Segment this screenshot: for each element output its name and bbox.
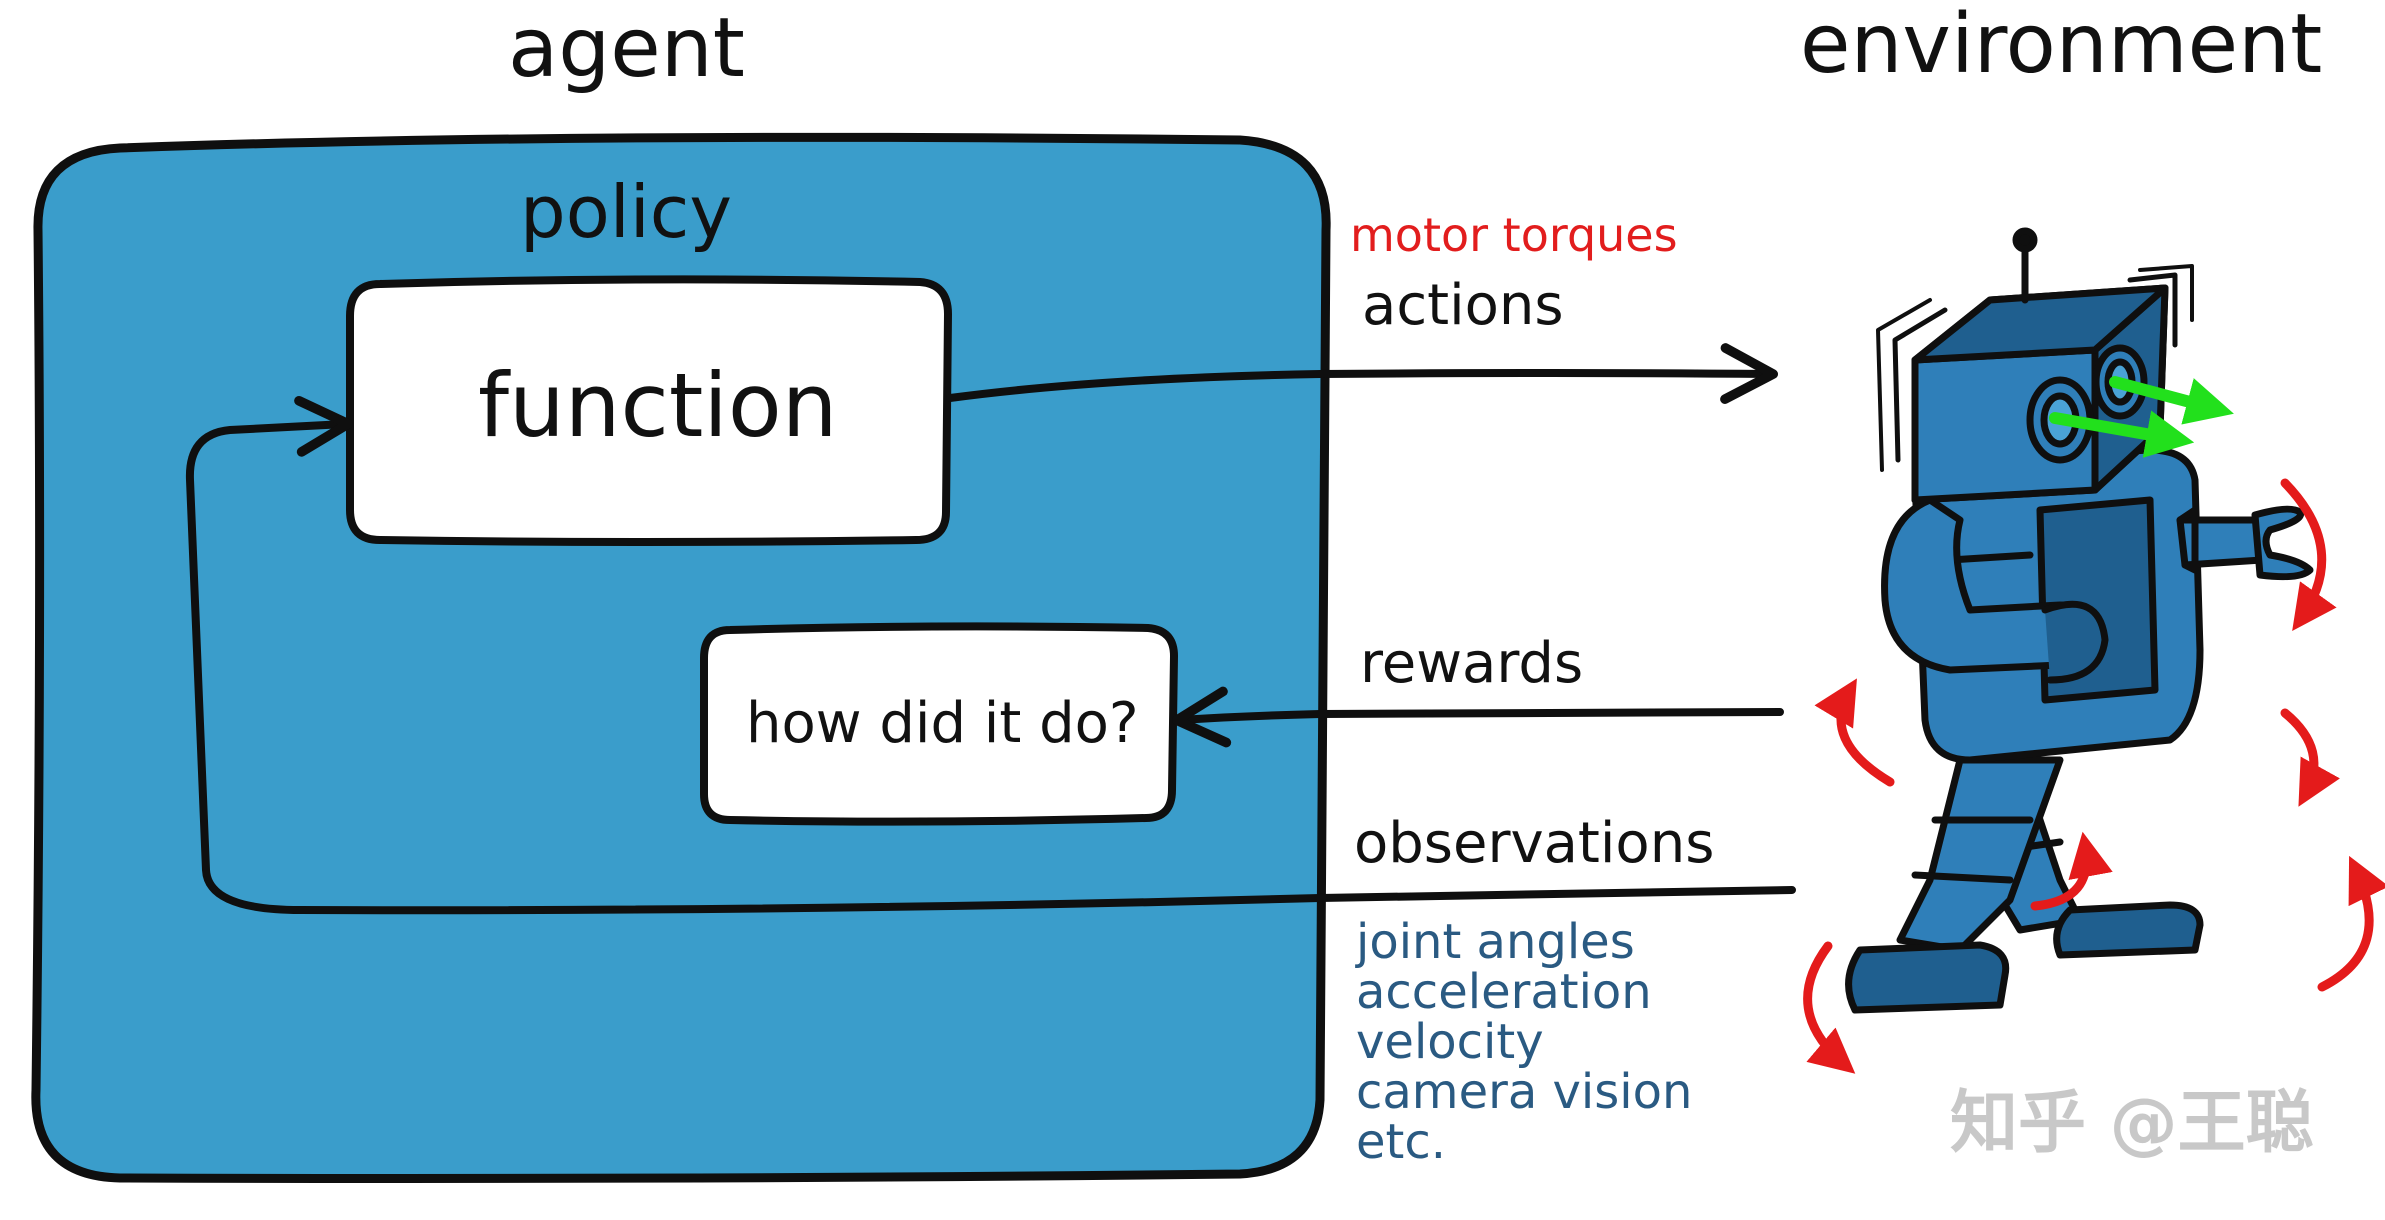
function-label: function xyxy=(478,354,838,457)
observation-item: acceleration xyxy=(1356,964,1652,1020)
rewards-arrow xyxy=(1172,686,1784,748)
evaluation-box xyxy=(700,622,1178,826)
observation-item: joint angles xyxy=(1356,914,1635,970)
policy-label: policy xyxy=(520,170,732,254)
observation-item: camera vision xyxy=(1356,1064,1693,1120)
environment-title: environment xyxy=(1800,0,2323,92)
robot-illustration xyxy=(1845,227,2314,1014)
actions-arrow xyxy=(946,343,1778,404)
motion-arrows xyxy=(1803,478,2385,1074)
observation-item: velocity xyxy=(1356,1014,1544,1070)
function-box xyxy=(346,275,952,546)
watermark: 知乎 @王聪 xyxy=(1950,1084,2314,1163)
motor-torques-label: motor torques xyxy=(1350,208,1678,262)
rewards-label: rewards xyxy=(1360,631,1584,696)
observation-item: etc. xyxy=(1356,1114,1446,1170)
eye-direction-arrows xyxy=(2049,376,2234,458)
how-did-it-do-label: how did it do? xyxy=(746,691,1139,756)
agent-title: agent xyxy=(508,1,745,96)
actions-label: actions xyxy=(1362,273,1564,338)
observations-label: observations xyxy=(1354,811,1715,876)
observations-arrow xyxy=(185,395,1796,915)
